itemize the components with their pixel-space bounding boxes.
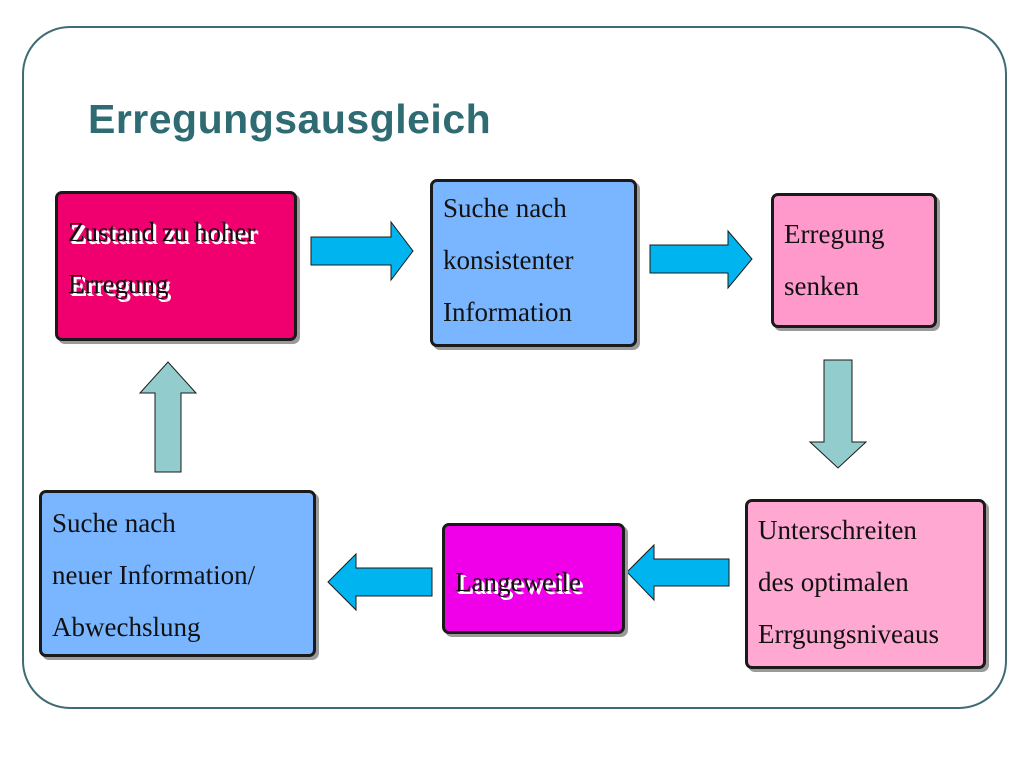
box-line: Abwechslung <box>52 612 201 642</box>
box-line: Suche nach <box>443 193 567 223</box>
box-line: konsistenter <box>443 245 574 275</box>
box-line: Unterschreiten <box>758 515 917 545</box>
box-line: Errgungsniveaus <box>758 619 939 649</box>
arrow-up <box>138 361 198 473</box>
arrow-left-1 <box>626 543 730 602</box>
box-line: Information <box>443 297 572 327</box>
box-line: des optimalen <box>758 567 909 597</box>
box-line: Langeweile <box>455 567 581 597</box>
box-suche-neuer-information: Suche nach neuer Information/ Abwechslun… <box>39 490 316 657</box>
box-line: senken <box>784 271 859 301</box>
arrow-down <box>808 359 868 469</box>
box-line: Zustand zu hoher <box>68 217 256 247</box>
arrow-left-2 <box>327 552 433 612</box>
box-line: Erregung <box>784 219 885 249</box>
slide-title: Erregungsausgleich <box>88 96 492 142</box>
arrow-right-1 <box>310 220 414 282</box>
box-erregung-senken: Erregung senken <box>771 193 937 328</box>
box-line: Erregung <box>68 269 169 299</box>
box-line: neuer Information/ <box>52 560 256 590</box>
box-line: Suche nach <box>52 508 176 538</box>
box-langeweile: Langeweile <box>442 523 625 634</box>
box-unterschreiten: Unterschreiten des optimalen Errgungsniv… <box>745 499 986 669</box>
arrow-right-2 <box>649 229 753 290</box>
box-zustand-hoher-erregung: Zustand zu hoher Erregung <box>55 191 297 341</box>
slide-frame <box>22 26 1007 709</box>
box-suche-konsistente-information: Suche nach konsistenter Information <box>430 179 637 347</box>
